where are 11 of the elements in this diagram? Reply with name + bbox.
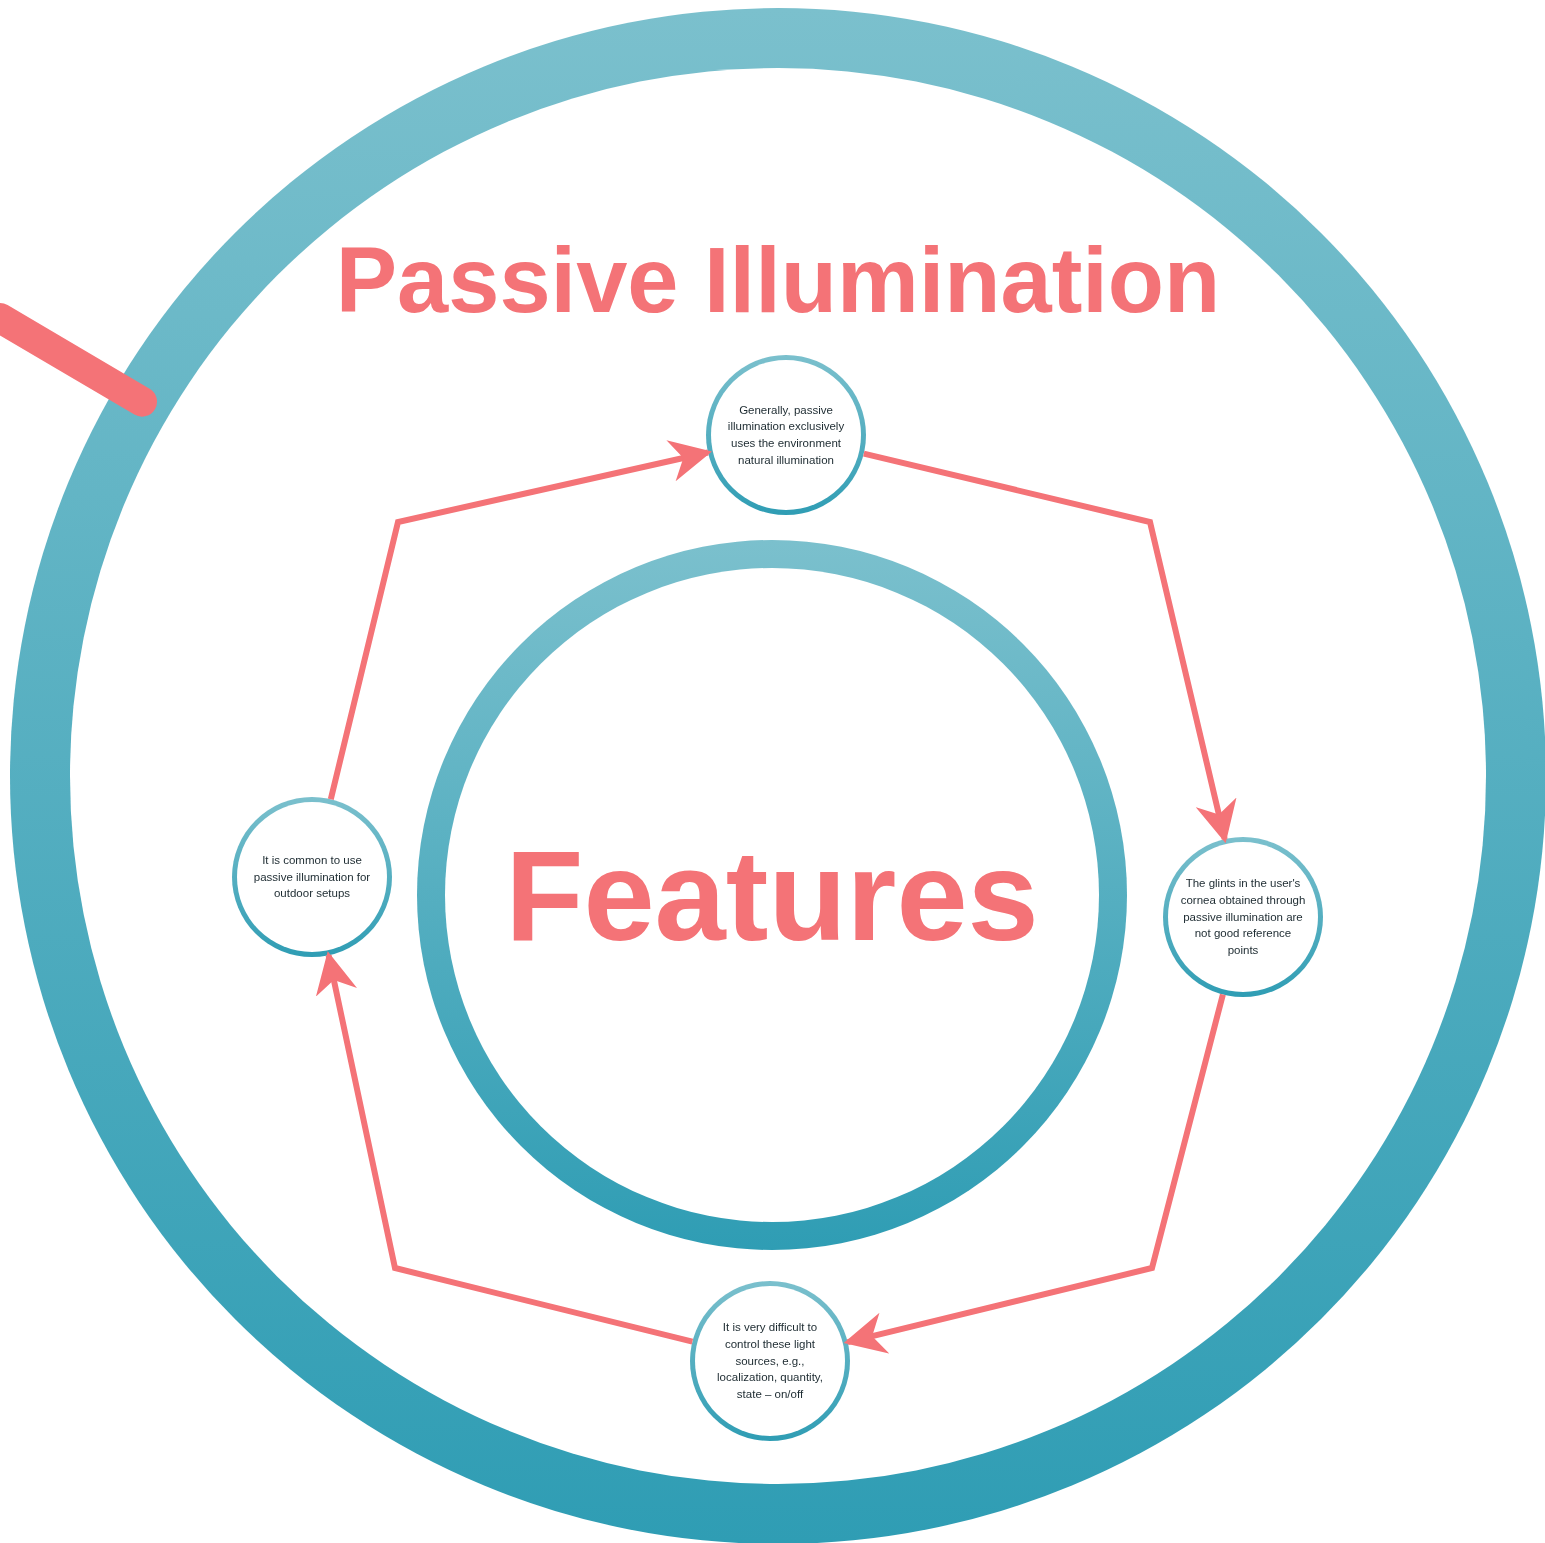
feature-text: The glints in the user's cornea obtained through passive illumination are not good reference points <box>1179 876 1307 958</box>
arrow <box>863 450 1237 844</box>
title-text: Passive Illumination <box>334 228 1222 333</box>
thick-connector <box>0 303 157 417</box>
center-label: Features <box>505 822 1039 969</box>
feature-text: Generally, passive illumination exclusively uses the environment natural illumination <box>726 402 846 468</box>
feature-text: It is very difficult to control these light sources, e.g., localization, quantity, state – on/off <box>716 1320 824 1402</box>
arrow <box>315 951 694 1345</box>
arrow <box>327 440 712 800</box>
arrow <box>843 993 1226 1354</box>
feature-text: It is common to use passive illumination for outdoor setups <box>252 853 372 902</box>
